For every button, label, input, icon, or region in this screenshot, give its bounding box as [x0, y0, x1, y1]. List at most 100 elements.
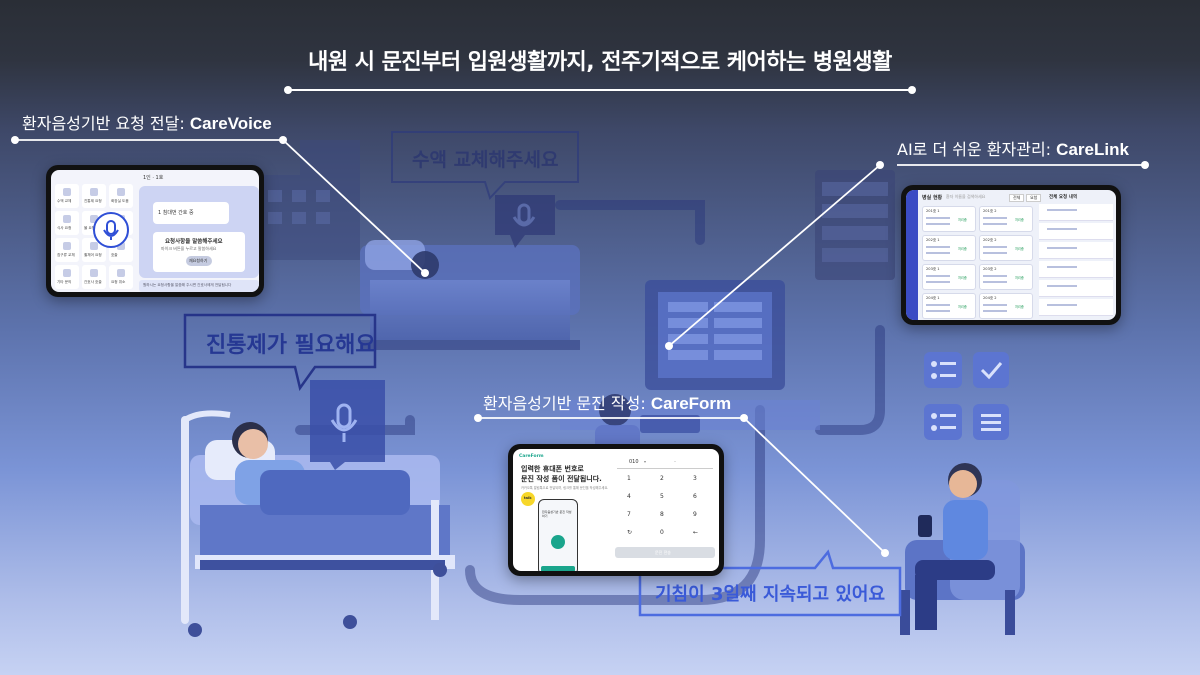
request-list-line: [1047, 285, 1077, 287]
request-list-item[interactable]: [1039, 280, 1113, 297]
careform-desc: 카카오톡 알림톡으로 전달되며, 링크를 통해 문진을 작성해주세요.: [521, 486, 609, 490]
keypad-key[interactable]: 7: [627, 511, 631, 518]
room-card[interactable]: 202호 2 처리중: [979, 235, 1033, 261]
room-status-badge: 처리중: [1015, 276, 1024, 280]
carevoice-tile-label: 수액 교체: [57, 199, 72, 203]
request-list-item[interactable]: [1039, 204, 1113, 221]
carevoice-tile-label: 간호사 호출: [84, 280, 102, 284]
room-card-line: [983, 252, 1007, 254]
request-list-item[interactable]: [1039, 261, 1113, 278]
carevoice-tile-icon: [90, 242, 98, 250]
carevoice-retry-button[interactable]: 재요청하기: [186, 256, 212, 266]
callout-careform-prefix: 환자음성기반 문진 작성:: [483, 394, 651, 413]
prefix-dropdown-icon[interactable]: ▾: [644, 459, 647, 464]
speech-bubble-painkiller: 진통제가 필요해요: [206, 333, 376, 358]
keypad-key[interactable]: 8: [660, 511, 664, 518]
room-card[interactable]: 203호 2 처리중: [979, 264, 1033, 290]
speech-bubble-iv-change: 수액 교체해주세요: [412, 149, 559, 171]
carevoice-tile[interactable]: 수액 교체: [55, 184, 79, 208]
carevoice-tile[interactable]: 침구류 교체: [55, 238, 79, 262]
carelink-btn-request[interactable]: 요청: [1026, 194, 1042, 202]
carevoice-tile-label: 화장실 도움: [111, 199, 129, 203]
phone-mockup: 환자음성기반 문진 작성하기: [538, 499, 578, 571]
phone-dash-icon: –: [674, 459, 676, 464]
callout-carevoice: 환자음성기반 요청 전달: CareVoice: [22, 110, 272, 134]
room-status-badge: 처리중: [1015, 247, 1024, 251]
room-card-label: 202호 2: [983, 238, 997, 242]
keypad-key[interactable]: 6: [693, 493, 697, 500]
phone-input[interactable]: 010 ▾ –: [617, 457, 713, 469]
phone-prefix: 010: [629, 459, 639, 465]
carevoice-tile-icon: [90, 269, 98, 277]
carevoice-tile-label: 식사 요청: [57, 226, 72, 230]
carevoice-tile-icon: [63, 242, 71, 250]
carelink-side-title: 전체 요청 내역: [1049, 195, 1077, 200]
request-list-line: [1047, 247, 1077, 249]
keypad-key[interactable]: ←: [693, 529, 699, 536]
room-card-line: [926, 252, 950, 254]
carevoice-tile[interactable]: 간호사 호출: [82, 265, 106, 289]
callout-carevoice-product: CareVoice: [189, 114, 272, 133]
careform-heading2: 문진 작성 폼이 전달됩니다.: [521, 475, 602, 483]
callout-carevoice-prefix: 환자음성기반 요청 전달:: [22, 114, 190, 133]
carevoice-tile-label: 물 요청: [84, 226, 96, 230]
request-list-item[interactable]: [1039, 223, 1113, 240]
carevoice-panel-top: 1 침대번 간호 중: [158, 210, 194, 216]
room-card-line: [926, 281, 950, 283]
carevoice-tile-label: 휠체어 요청: [84, 253, 102, 257]
room-card-line: [983, 217, 1007, 219]
carelink-header: 병실 현황: [922, 195, 943, 201]
keypad-key[interactable]: 0: [660, 529, 664, 536]
keypad-key[interactable]: 5: [660, 493, 664, 500]
keypad-key[interactable]: 3: [693, 475, 697, 482]
careform-brand: CareForm: [519, 454, 544, 459]
room-card-label: 201호 1: [926, 209, 940, 213]
phone-mic-icon: [551, 535, 565, 549]
room-status-badge: 처리중: [1015, 218, 1024, 222]
keypad-key[interactable]: 2: [660, 475, 664, 482]
microphone-button[interactable]: [93, 212, 129, 248]
carevoice-tile[interactable]: 기타 문의: [55, 265, 79, 289]
callout-carelink-product: CareLink: [1056, 140, 1129, 159]
carevoice-tile-icon: [90, 215, 98, 223]
request-list-line: [1047, 209, 1077, 211]
room-card-line: [926, 217, 950, 219]
careform-tablet: CareForm 입력한 휴대폰 번호로 문진 작성 폼이 전달됩니다. 카카오…: [508, 444, 724, 576]
request-list-line: [1047, 228, 1077, 230]
carevoice-tile[interactable]: 식사 요청: [55, 211, 79, 235]
carevoice-header: 1인 · 1호: [143, 175, 164, 181]
callout-carelink: AI로 더 쉬운 환자관리: CareLink: [897, 136, 1129, 160]
microphone-icon: [103, 220, 119, 240]
keypad-key[interactable]: 1: [627, 475, 631, 482]
carevoice-panel-title: 요청사항을 말씀해주세요: [165, 239, 223, 245]
keypad-key[interactable]: 9: [693, 511, 697, 518]
keypad-key[interactable]: 4: [627, 493, 631, 500]
careform-heading1: 입력한 휴대폰 번호로: [521, 465, 584, 473]
carevoice-tile[interactable]: 진통제 요청: [82, 184, 106, 208]
request-list-item[interactable]: [1039, 242, 1113, 259]
callout-careform: 환자음성기반 문진 작성: CareForm: [483, 390, 731, 414]
room-card-label: 203호 2: [983, 267, 997, 271]
carevoice-tile-label: 요청 취소: [111, 280, 126, 284]
carelink-btn-all[interactable]: 전체: [1009, 194, 1025, 202]
room-card-line: [983, 304, 1007, 306]
carevoice-tile-icon: [63, 188, 71, 196]
carelink-search[interactable]: 환자 이름을 검색하세요: [946, 194, 986, 199]
request-list-item[interactable]: [1039, 299, 1113, 316]
kakao-talk-icon: talk: [521, 492, 535, 506]
keypad-key[interactable]: ↻: [627, 529, 633, 536]
carevoice-tile[interactable]: 요청 취소: [109, 265, 133, 289]
carevoice-tile-icon: [63, 215, 71, 223]
room-card-line: [926, 246, 950, 248]
careform-screen: CareForm 입력한 휴대폰 번호로 문진 작성 폼이 전달됩니다. 카카오…: [513, 449, 719, 571]
careform-submit-button[interactable]: 문진 전송: [615, 547, 715, 558]
carevoice-panel-sub: 마이크 버튼을 누르고 말씀하세요: [161, 246, 217, 251]
carevoice-tile[interactable]: 화장실 도움: [109, 184, 133, 208]
